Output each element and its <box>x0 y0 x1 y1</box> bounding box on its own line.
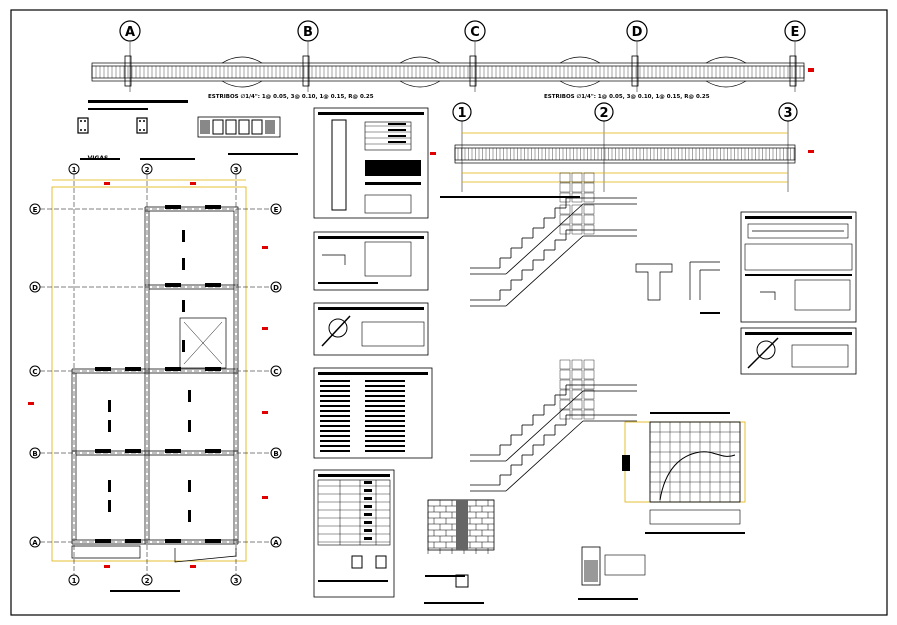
axis-label-a: A <box>125 25 135 40</box>
plan-row-axis-a-r: A <box>270 536 282 548</box>
axis-label-b: B <box>303 25 313 40</box>
plan-col-label-2: 2 <box>145 166 150 174</box>
mid-axis-bubble-1: 1 <box>452 102 472 122</box>
plan-col-label-3b: 3 <box>234 577 239 585</box>
axis-label-d: D <box>632 25 643 40</box>
plan-row-axis-a: A <box>29 536 41 548</box>
plan-row-axis-b-r: B <box>270 447 282 459</box>
plan-row-axis-c-r: C <box>270 365 282 377</box>
mid-beam-elevation: 1 2 3 <box>430 102 814 198</box>
plan-col-axis-3b: 3 <box>230 574 242 586</box>
plan-col-axis-1b: 1 <box>68 574 80 586</box>
plan-row-axis-e: E <box>29 203 41 215</box>
plan-row-axis-b: B <box>29 447 41 459</box>
joint-details <box>635 261 720 314</box>
plan-row-label-e-r: E <box>274 206 279 214</box>
plan-col-axis-2: 2 <box>141 163 153 175</box>
plan-row-label-d-r: D <box>273 284 279 292</box>
plan-col-axis-2b: 2 <box>141 574 153 586</box>
mid-axis-label-2: 2 <box>599 106 608 121</box>
plan-col-label-1: 1 <box>72 166 77 174</box>
top-beam-note-2: ESTRIBOS ∅1/4": 1@ 0.05, 3@ 0.10, 1@ 0.1… <box>544 94 710 100</box>
plan-title: VIGAS <box>88 155 109 162</box>
plan-col-label-3: 3 <box>234 166 239 174</box>
plan-row-label-b: B <box>32 450 37 458</box>
plan-row-label-c-r: C <box>273 368 278 376</box>
plan-col-axis-1: 1 <box>68 163 80 175</box>
axis-bubble-c: C <box>464 20 486 42</box>
axis-label-e: E <box>791 25 800 40</box>
stair-sections <box>470 172 637 492</box>
plan-row-label-c: C <box>32 368 37 376</box>
mid-axis-bubble-2: 2 <box>594 102 614 122</box>
axis-bubble-d: D <box>626 20 648 42</box>
axis-bubble-b: B <box>297 20 319 42</box>
plan-col-label-2b: 2 <box>145 577 150 585</box>
detail-panels <box>313 107 495 604</box>
plan-col-axis-3: 3 <box>230 163 242 175</box>
column-sections: VIGAS <box>77 100 298 162</box>
top-beam-elevation: A B C D E ESTRIBOS ∅1/4": 1@ 0.05, 3@ 0.… <box>91 20 814 100</box>
plan-row-axis-d-r: D <box>270 281 282 293</box>
top-beam-note-1: ESTRIBOS ∅1/4": 1@ 0.05, 3@ 0.10, 1@ 0.1… <box>208 94 374 100</box>
plan-row-axis-e-r: E <box>270 203 282 215</box>
axis-bubble-a: A <box>119 20 141 42</box>
plan-row-label-a-r: A <box>273 539 279 547</box>
floor-plan: 1 2 3 1 2 3 E D C B A E D C B A <box>28 163 282 592</box>
sheet-border <box>10 9 888 616</box>
footing-detail <box>578 546 646 600</box>
footing-chart <box>622 412 746 534</box>
mid-axis-label-1: 1 <box>457 106 466 121</box>
plan-row-label-d: D <box>32 284 38 292</box>
axis-label-c: C <box>470 25 480 40</box>
plan-row-label-a: A <box>32 539 38 547</box>
plan-row-label-b-r: B <box>273 450 278 458</box>
axis-bubble-e: E <box>784 20 806 42</box>
mid-axis-bubble-3: 3 <box>778 102 798 122</box>
plan-row-label-e: E <box>33 206 38 214</box>
mid-axis-label-3: 3 <box>783 106 792 121</box>
right-panels <box>740 211 857 375</box>
plan-row-axis-d: D <box>29 281 41 293</box>
plan-col-label-1b: 1 <box>72 577 77 585</box>
plan-row-axis-c: C <box>29 365 41 377</box>
